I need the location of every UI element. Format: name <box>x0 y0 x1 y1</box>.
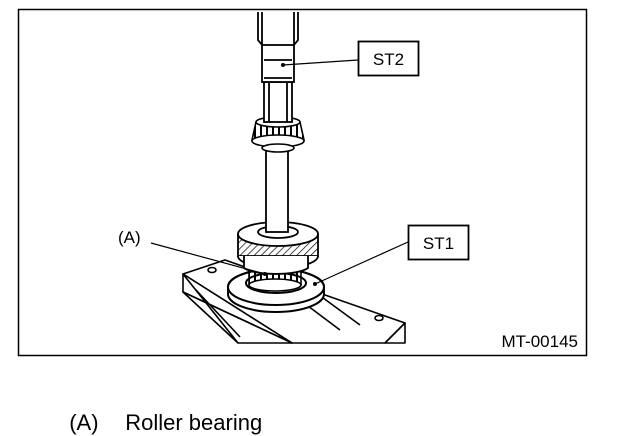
leader-dot-st2 <box>281 63 285 67</box>
figure-diagram: ST2 ST1 (A) MT-00145 <box>17 8 588 357</box>
st1-label: ST1 <box>423 234 454 253</box>
gear-hub <box>237 221 319 275</box>
caption-text: Roller bearing <box>125 410 263 435</box>
leader-dot-a <box>263 272 267 276</box>
callout-a-label: (A) <box>118 228 141 247</box>
st2-callout-box <box>357 40 420 77</box>
st1-callout-box <box>407 224 470 261</box>
st2-installer <box>257 12 299 123</box>
press-shaft <box>265 139 289 233</box>
leader-lines <box>150 59 409 285</box>
figure-code: MT-00145 <box>501 332 578 351</box>
st2-label: ST2 <box>373 50 404 69</box>
caption-id: (A) <box>69 410 99 435</box>
caption: (A) Roller bearing <box>57 384 262 436</box>
leader-dot-st1 <box>313 282 317 286</box>
